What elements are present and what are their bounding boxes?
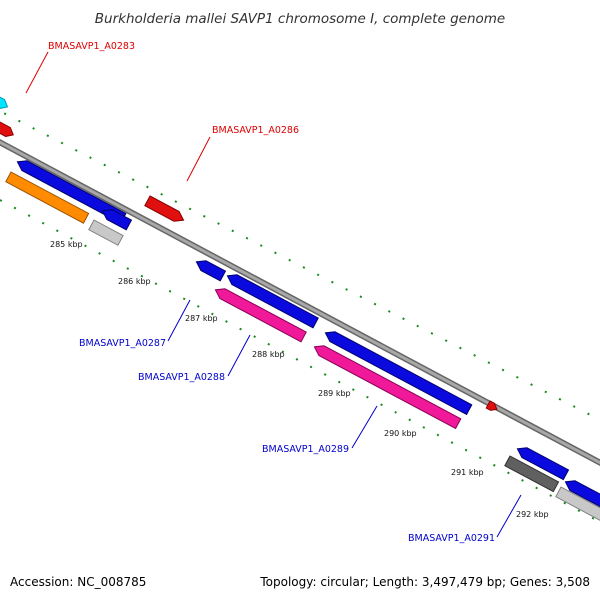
leader-a0283 bbox=[25, 51, 49, 94]
gene-blue-1[interactable] bbox=[15, 157, 127, 224]
accession-text: Accession: NC_008785 bbox=[10, 575, 146, 589]
gene-a0289[interactable] bbox=[312, 342, 462, 430]
leader-a0291 bbox=[496, 494, 522, 538]
scale-label: 288 kbp bbox=[252, 350, 285, 359]
scale-label: 289 kbp bbox=[318, 389, 351, 398]
gene-blue-5[interactable] bbox=[515, 444, 570, 481]
scale-label: 286 kbp bbox=[118, 277, 151, 286]
gene-label-a0286[interactable]: BMASAVP1_A0286 bbox=[212, 125, 299, 136]
genome-backbone-highlight bbox=[0, 140, 600, 465]
map-title: Burkholderia mallei SAVP1 chromosome I, … bbox=[95, 11, 505, 27]
scale-label: 292 kbp bbox=[516, 510, 549, 519]
topology-text: Topology: circular; Length: 3,497,479 bp… bbox=[259, 575, 590, 589]
scale-label: 290 kbp bbox=[384, 429, 417, 438]
gene-a0287[interactable] bbox=[225, 271, 319, 329]
leader-a0286 bbox=[186, 136, 211, 182]
gene-blue-4[interactable] bbox=[323, 328, 473, 416]
scale-label: 285 kbp bbox=[50, 240, 83, 249]
gene-gray-1[interactable] bbox=[88, 219, 124, 246]
gene-blue-6[interactable] bbox=[563, 477, 600, 516]
gene-a0288[interactable] bbox=[213, 285, 307, 343]
leader-a0289 bbox=[351, 405, 378, 449]
gene-label-a0288[interactable]: BMASAVP1_A0288 bbox=[138, 372, 225, 383]
leader-a0287 bbox=[167, 299, 191, 342]
gene-a0283[interactable] bbox=[0, 120, 16, 139]
gene-label-a0287[interactable]: BMASAVP1_A0287 bbox=[79, 338, 166, 349]
gene-a0286[interactable] bbox=[144, 195, 186, 225]
gene-label-a0283[interactable]: BMASAVP1_A0283 bbox=[48, 41, 135, 52]
gene-a0291[interactable] bbox=[504, 455, 560, 493]
gene-cyan[interactable] bbox=[0, 93, 10, 111]
scale-label: 287 kbp bbox=[185, 314, 218, 323]
gene-label-a0289[interactable]: BMASAVP1_A0289 bbox=[262, 444, 349, 455]
outer-dotted-track bbox=[0, 110, 600, 421]
gene-gray-2[interactable] bbox=[555, 486, 600, 526]
gene-blue-2[interactable] bbox=[100, 206, 133, 231]
gene-small-red[interactable] bbox=[485, 400, 499, 413]
gene-label-a0291[interactable]: BMASAVP1_A0291 bbox=[408, 533, 495, 544]
gene-blue-3[interactable] bbox=[194, 257, 227, 282]
inner-dotted-track bbox=[0, 199, 600, 523]
leader-a0288 bbox=[227, 334, 251, 377]
scale-label: 291 kbp bbox=[451, 468, 484, 477]
gene-orange[interactable] bbox=[5, 171, 90, 224]
